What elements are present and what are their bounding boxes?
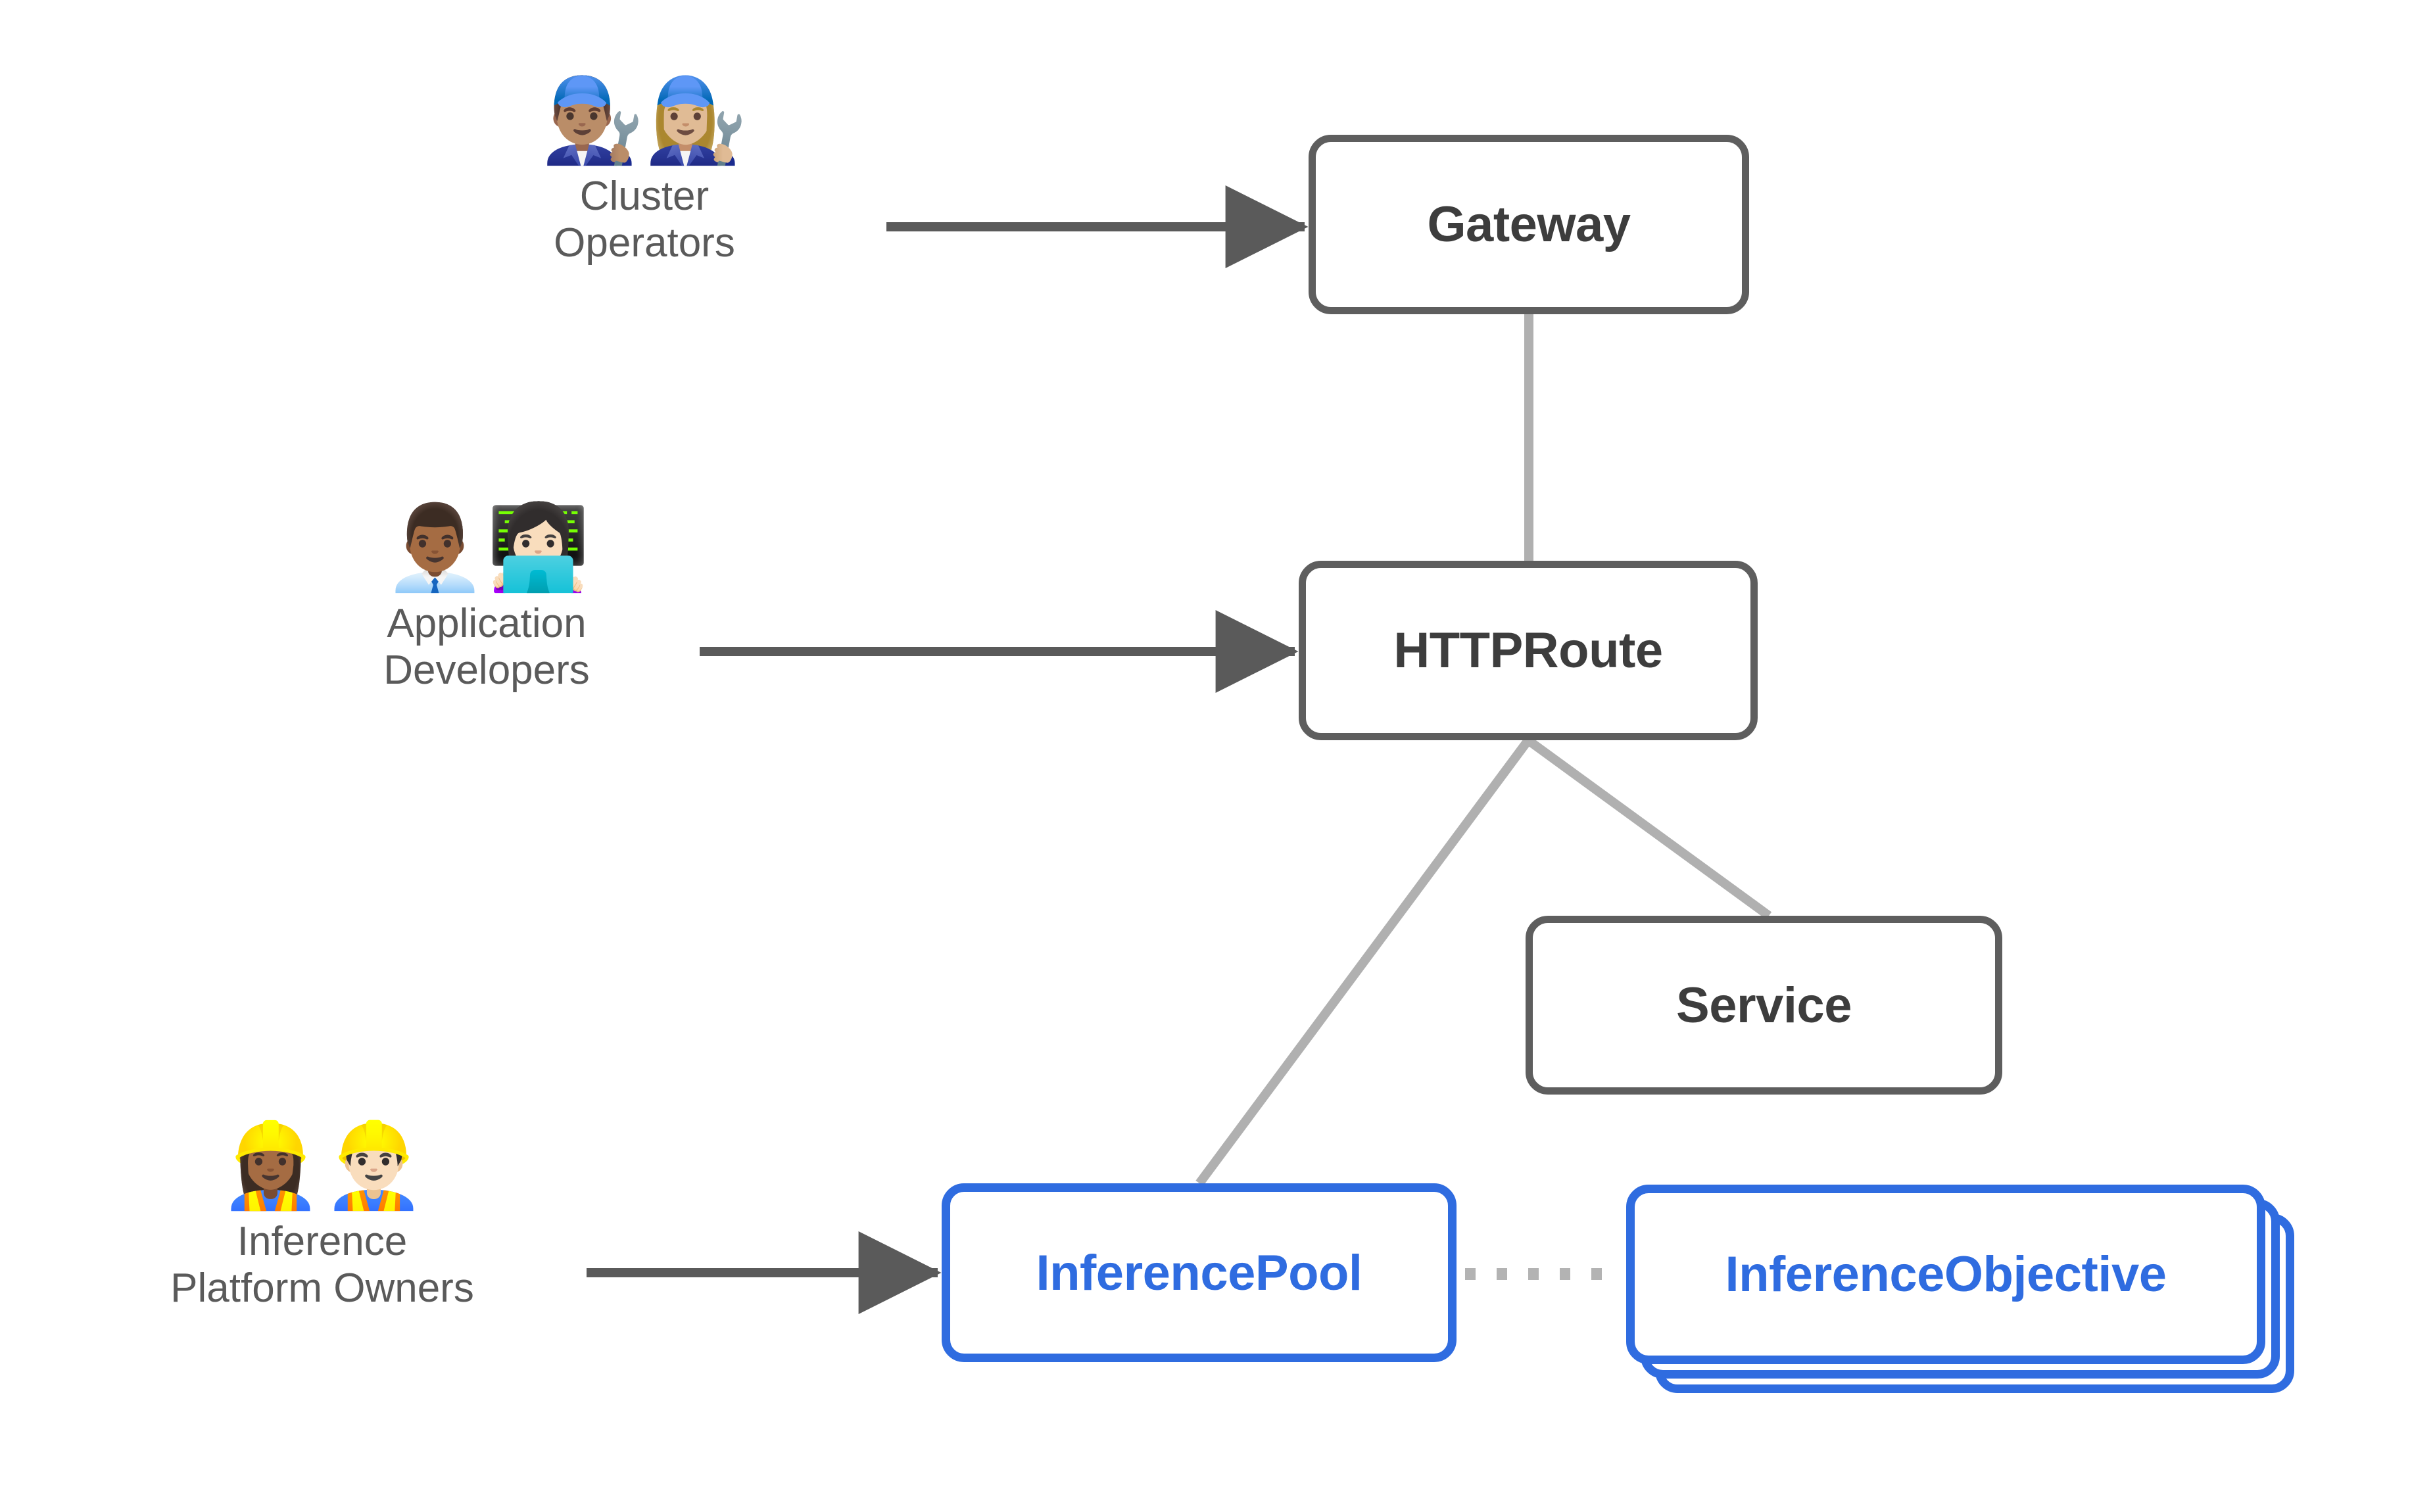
persona-avatar-group: 👨🏾‍💼 👩🏻‍💻 (383, 506, 590, 589)
node-inferenceobjective-stack[interactable]: InferenceObjective (1626, 1185, 2294, 1393)
woman-construction-worker-icon: 👷🏾‍♀️ (219, 1119, 322, 1212)
node-service-label: Service (1676, 977, 1852, 1033)
node-inferenceobjective-card-front[interactable]: InferenceObjective (1626, 1185, 2265, 1364)
woman-technologist-icon: 👩🏻‍💻 (487, 501, 590, 594)
persona-label-cluster-operators: Cluster Operators (554, 174, 735, 266)
node-inferenceobjective-label: InferenceObjective (1725, 1246, 2167, 1302)
persona-cluster-operators: 👨🏽‍🔧 👩🏼‍🔧 Cluster Operators (487, 79, 802, 266)
persona-application-developers: 👨🏾‍💼 👩🏻‍💻 Application Developers (329, 506, 644, 694)
edge-httproute-to-service (1525, 736, 1772, 920)
man-mechanic-icon: 👨🏽‍🔧 (541, 74, 644, 166)
persona-inference-platform-owners: 👷🏾‍♀️ 👷🏻‍♂️ Inference Platform Owners (92, 1124, 552, 1311)
persona-avatar-group: 👨🏽‍🔧 👩🏼‍🔧 (541, 79, 748, 162)
node-service[interactable]: Service (1526, 916, 2002, 1095)
node-httproute-label: HTTPRoute (1393, 623, 1663, 678)
node-httproute[interactable]: HTTPRoute (1299, 561, 1758, 740)
persona-label-application-developers: Application Developers (383, 601, 590, 693)
node-inferencepool[interactable]: InferencePool (942, 1183, 1457, 1362)
man-office-worker-icon: 👨🏾‍💼 (383, 501, 487, 594)
persona-label-inference-platform-owners: Inference Platform Owners (170, 1219, 474, 1311)
persona-avatar-group: 👷🏾‍♀️ 👷🏻‍♂️ (219, 1124, 425, 1207)
edge-httproute-to-inferencepool (1195, 737, 1532, 1187)
node-gateway[interactable]: Gateway (1309, 135, 1749, 314)
man-construction-worker-icon: 👷🏻‍♂️ (322, 1119, 425, 1212)
node-gateway-label: Gateway (1427, 197, 1631, 252)
node-inferencepool-label: InferencePool (1036, 1244, 1362, 1301)
woman-mechanic-icon: 👩🏼‍🔧 (644, 74, 748, 166)
